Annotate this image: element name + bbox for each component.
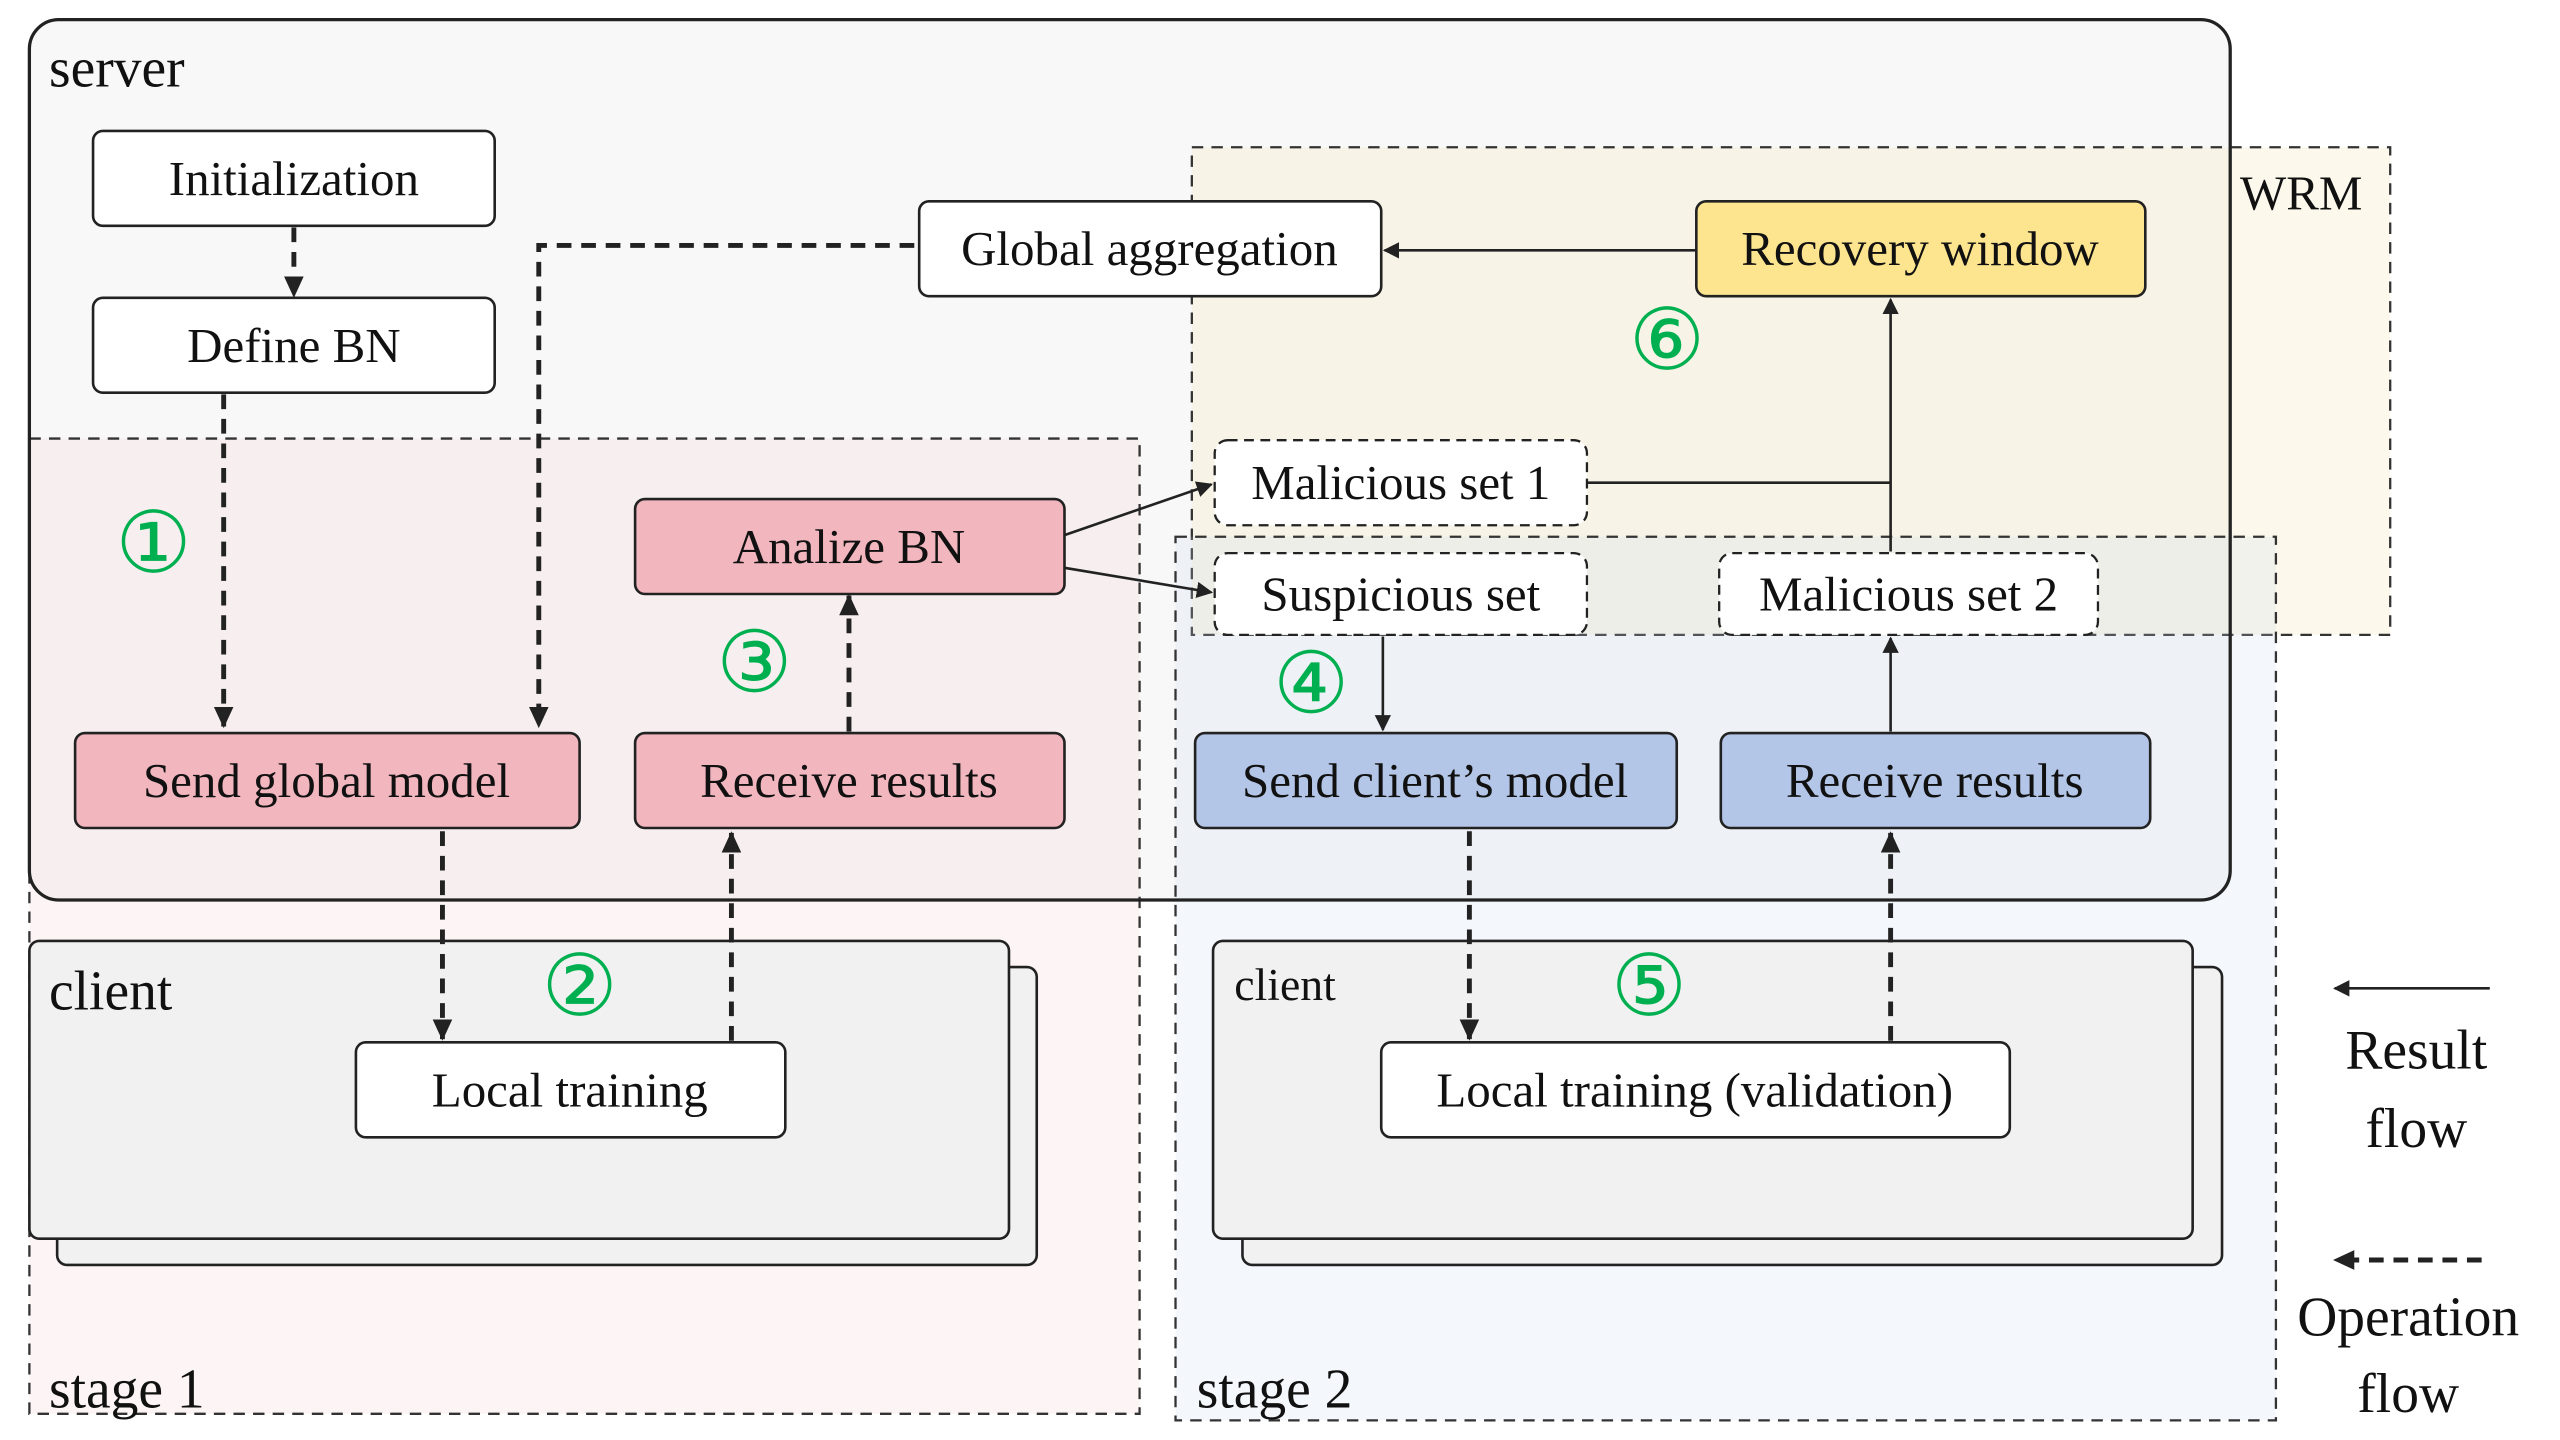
step-2-marker: ② [542, 939, 618, 1034]
node-define-bn: Define BN [91, 296, 496, 395]
svg-text:Local training (validation): Local training (validation) [1436, 1062, 1953, 1117]
node-receive-results-stage1: Receive results [633, 731, 1066, 830]
client-left-label: client [49, 961, 173, 1023]
svg-text:Analize BN: Analize BN [733, 519, 966, 574]
svg-text:Send global model: Send global model [143, 753, 510, 808]
legend-result-label-2: flow [2365, 1098, 2467, 1160]
server-label: server [49, 38, 185, 100]
node-local-training: Local training [354, 1041, 787, 1139]
svg-text:Recovery window: Recovery window [1741, 221, 2099, 276]
node-local-training-validation: Local training (validation) [1379, 1041, 2012, 1139]
svg-text:Malicious set 2: Malicious set 2 [1759, 566, 2058, 621]
node-malicious-set-1: Malicious set 1 [1213, 439, 1589, 527]
svg-text:Initialization: Initialization [169, 151, 419, 206]
svg-text:Malicious set 1: Malicious set 1 [1251, 455, 1550, 510]
wrm-label: WRM [2240, 165, 2362, 220]
node-suspicious-set: Suspicious set [1213, 551, 1589, 637]
node-global-aggregation: Global aggregation [917, 199, 1383, 298]
svg-text:Send client’s model: Send client’s model [1242, 753, 1628, 808]
node-send-global-model: Send global model [73, 731, 581, 830]
legend: Result flow Operation flow [2297, 980, 2519, 1425]
node-send-clients-model: Send client’s model [1193, 731, 1679, 830]
node-analize-bn: Analize BN [633, 497, 1066, 596]
step-5-marker: ⑤ [1611, 939, 1687, 1034]
stage1-label: stage 1 [49, 1358, 205, 1420]
svg-text:Receive results: Receive results [1786, 753, 2084, 808]
svg-text:Local training: Local training [432, 1062, 708, 1117]
arrow-analize-to-suspicious [1064, 566, 1214, 599]
node-receive-results-stage2: Receive results [1719, 731, 2152, 830]
step-3-marker: ③ [716, 615, 792, 710]
client-right-label: client [1234, 959, 1336, 1010]
arrow-analize-to-malicious1 [1064, 481, 1213, 537]
svg-text:Define BN: Define BN [187, 318, 400, 373]
legend-operation-label-2: flow [2357, 1363, 2459, 1425]
node-malicious-set-2: Malicious set 2 [1718, 551, 2100, 637]
step-1-marker: ① [115, 496, 191, 591]
stage2-label: stage 2 [1197, 1358, 1353, 1420]
svg-text:Receive results: Receive results [700, 753, 998, 808]
server-panel-bg [29, 19, 2231, 901]
legend-operation-label-1: Operation [2297, 1286, 2519, 1348]
node-recovery-window: Recovery window [1695, 199, 2147, 298]
arrow-aggregation-to-send-global [528, 243, 915, 729]
svg-text:Global aggregation: Global aggregation [961, 221, 1338, 276]
step-4-marker: ④ [1273, 636, 1349, 731]
legend-result-label-1: Result [2345, 1020, 2487, 1082]
step-6-marker: ⑥ [1629, 293, 1705, 388]
svg-text:Suspicious set: Suspicious set [1261, 566, 1540, 621]
server-panel [27, 18, 2232, 902]
node-initialization: Initialization [91, 129, 496, 228]
